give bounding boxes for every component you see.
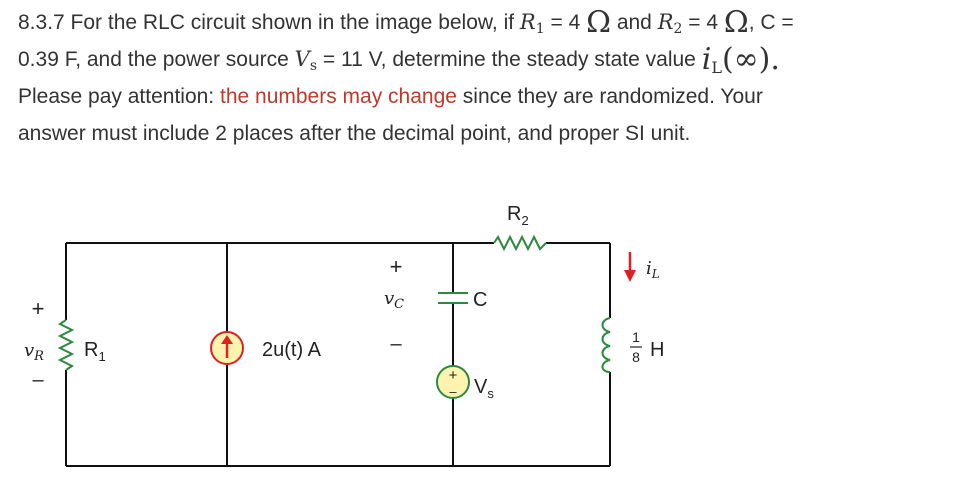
r2-resistor xyxy=(493,234,547,252)
question-text: 8.3.7 For the RLC circuit shown in the i… xyxy=(18,4,948,152)
r1-resistor xyxy=(57,319,75,371)
capacitor-label: C xyxy=(473,289,487,311)
svg-text:H: H xyxy=(650,339,664,361)
vc-minus-label: – xyxy=(390,333,402,355)
vr-label: vR xyxy=(24,340,44,364)
il-label: iL xyxy=(646,258,660,281)
vr-plus-label: + xyxy=(32,296,45,321)
arrow-up-icon xyxy=(221,335,233,344)
r1-label: R1 xyxy=(84,339,106,364)
question-line-1: 8.3.7 For the RLC circuit shown in the i… xyxy=(18,5,794,40)
question-line-2: 0.39 F, and the power source Vs = 11 V, … xyxy=(18,42,780,77)
vc-label: vC xyxy=(384,288,404,312)
current-source-label: 2u(t) A xyxy=(262,339,322,361)
il-symbol: iL(∞). xyxy=(701,42,780,77)
r2-label: R2 xyxy=(507,203,529,228)
vs-label: Vs xyxy=(474,376,494,401)
current-source xyxy=(210,331,244,365)
il-arrow-icon xyxy=(624,252,636,282)
r2-symbol: R2 xyxy=(657,10,683,37)
vs-minus-sign: – xyxy=(449,384,457,399)
capacitor xyxy=(438,292,468,304)
question-line-4: answer must include 2 places after the d… xyxy=(18,122,691,145)
vc-plus-label: + xyxy=(390,254,403,279)
randomized-warning: the numbers may change xyxy=(219,85,457,108)
r1-symbol: R1 xyxy=(519,10,545,37)
svg-text:8: 8 xyxy=(632,349,640,365)
vs-symbol: Vs xyxy=(294,47,318,74)
rlc-circuit-diagram: + – + vR – R1 2u(t) A + vC – C Vs R2 iL … xyxy=(24,203,664,467)
voltage-source-vs: + – xyxy=(436,365,470,399)
ohm-symbol-2: Ω xyxy=(723,5,749,40)
vs-plus-sign: + xyxy=(449,367,458,384)
svg-text:1: 1 xyxy=(632,329,640,345)
ohm-symbol: Ω xyxy=(586,5,611,40)
inductance-label: 1 8 H xyxy=(630,329,664,365)
inductor-coil xyxy=(601,317,611,373)
vr-minus-label: – xyxy=(32,369,44,391)
question-line-3: Please pay attention: the numbers may ch… xyxy=(18,85,763,108)
